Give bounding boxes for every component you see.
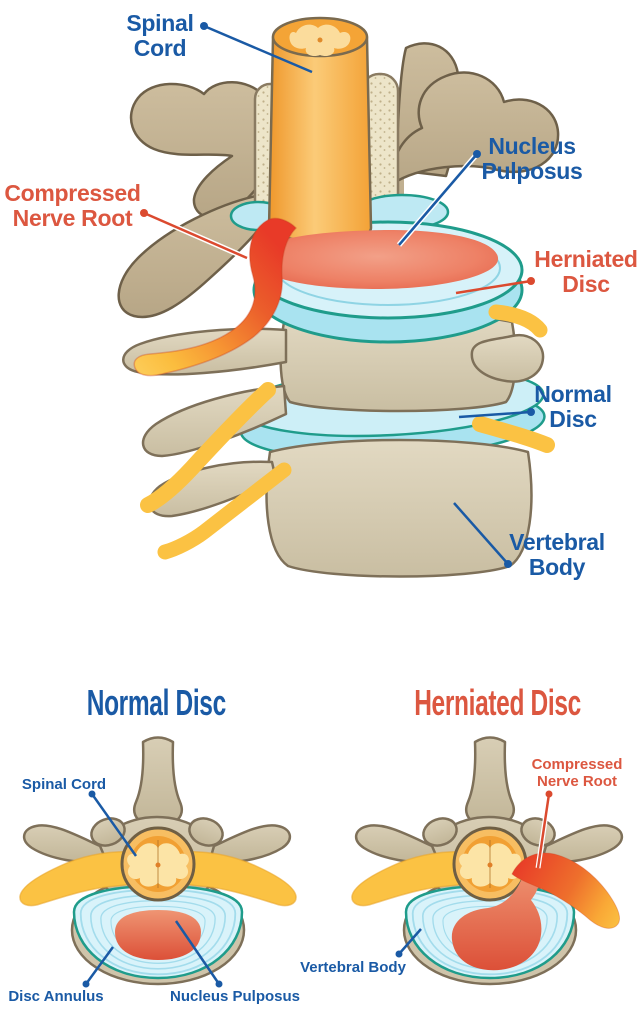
label-normal-disc: Normal Disc bbox=[503, 382, 641, 432]
label-nucleus-line2: Pulposus bbox=[481, 157, 583, 184]
top-vertebra-left-wing bbox=[129, 81, 266, 219]
label-spinal-cord-line2: Cord bbox=[133, 34, 187, 61]
middle-right-process bbox=[470, 333, 545, 383]
label-vertebral-body: Vertebral Body bbox=[487, 530, 627, 580]
spinal-cord-shape bbox=[452, 826, 528, 902]
label-compressed-line2: Nerve Root bbox=[12, 204, 133, 231]
label-ax-nucleus-pulposus: Nucleus Pulposus bbox=[160, 988, 310, 1005]
label-compressed-line1: Compressed bbox=[4, 180, 141, 206]
nerve-root-lower-right bbox=[472, 416, 555, 453]
label-normal-line2: Disc bbox=[549, 405, 597, 432]
label-herniated-line2: Disc bbox=[562, 270, 610, 297]
heading-herniated-disc: Herniated Disc bbox=[375, 682, 615, 724]
nucleus-pulposus-shape bbox=[115, 910, 201, 960]
label-vertebral-line1: Vertebral bbox=[509, 529, 605, 555]
spinous-process bbox=[133, 736, 183, 828]
normal-disc-cross-section bbox=[19, 736, 297, 986]
label-spinal-cord-line1: Spinal bbox=[126, 10, 194, 36]
heading-normal-disc-text: Normal Disc bbox=[86, 682, 226, 723]
label-nucleus-pulposus: Nucleus Pulposus bbox=[462, 134, 602, 184]
compressed-nerve-root-shape bbox=[133, 217, 298, 377]
label-ax-compressed-line2: Nerve Root bbox=[536, 773, 618, 791]
label-ax-spinal-cord: Spinal Cord bbox=[4, 776, 124, 793]
herniated-nucleus-shape bbox=[451, 865, 542, 971]
label-vertebral-line2: Body bbox=[528, 553, 586, 580]
label-ax-compressed-nerve-root: Compressed Nerve Root bbox=[517, 756, 637, 791]
label-nucleus-line1: Nucleus bbox=[488, 133, 576, 159]
nerve-roots-yellow bbox=[140, 304, 555, 560]
label-ax-nucleus-pulposus-text: Nucleus Pulposus bbox=[169, 988, 301, 1005]
label-herniated-line1: Herniated bbox=[534, 246, 638, 272]
label-ax-disc-annulus: Disc Annulus bbox=[0, 988, 112, 1005]
label-ax-spinal-cord-text: Spinal Cord bbox=[21, 776, 107, 793]
nerve-root-mid-right bbox=[488, 304, 548, 338]
label-normal-line1: Normal bbox=[534, 381, 612, 407]
spinous-process bbox=[465, 736, 515, 828]
label-ax-compressed-line1: Compressed bbox=[531, 756, 623, 773]
heading-herniated-disc-text: Herniated Disc bbox=[414, 682, 581, 723]
label-compressed-nerve-root: Compressed Nerve Root bbox=[0, 181, 145, 231]
spinal-cord-shape bbox=[120, 826, 196, 902]
heading-normal-disc: Normal Disc bbox=[36, 682, 276, 724]
herniated-disc-cross-section bbox=[351, 736, 623, 986]
nerve-root-lower-left bbox=[157, 462, 292, 560]
label-ax-vertebral-body: Vertebral Body bbox=[288, 959, 418, 976]
nerve-root-mid-left bbox=[140, 382, 276, 513]
compressed-nerve-root-shape bbox=[511, 852, 621, 929]
spinal-cord-shape bbox=[267, 16, 373, 242]
label-spinal-cord: Spinal Cord bbox=[95, 11, 225, 61]
label-ax-vertebral-body-text: Vertebral Body bbox=[300, 959, 406, 976]
label-herniated-disc: Herniated Disc bbox=[516, 247, 641, 297]
label-ax-disc-annulus-text: Disc Annulus bbox=[8, 988, 104, 1005]
